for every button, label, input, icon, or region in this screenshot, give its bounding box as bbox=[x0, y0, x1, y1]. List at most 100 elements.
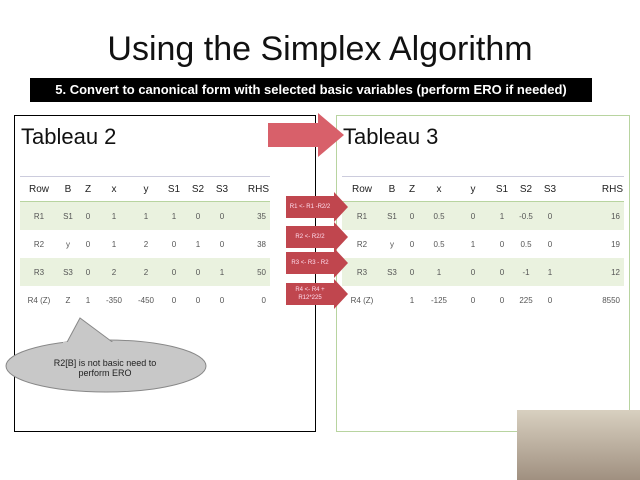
ero-arrow: R4 <- R4 + R12*225 bbox=[286, 279, 348, 309]
table-cell: R3 bbox=[20, 258, 58, 286]
table-cell: 12 bbox=[562, 258, 624, 286]
table-cell: R1 bbox=[20, 201, 58, 230]
table-cell: 0 bbox=[78, 201, 98, 230]
table-cell: 1 bbox=[538, 258, 562, 286]
column-header: x bbox=[422, 176, 456, 202]
table-cell: 0 bbox=[186, 258, 210, 286]
column-header: y bbox=[130, 176, 162, 202]
table-cell: 1 bbox=[490, 201, 514, 230]
table-cell: y bbox=[66, 239, 70, 249]
table-cell: S1 bbox=[382, 201, 402, 230]
table-cell: 0 bbox=[409, 239, 415, 249]
column-header: Row bbox=[342, 176, 382, 202]
table-cell: 0 bbox=[85, 239, 91, 249]
column-header: y bbox=[456, 176, 490, 202]
table-cell: 0 bbox=[162, 258, 186, 286]
column-header: Z bbox=[78, 176, 98, 202]
column-header: S1 bbox=[162, 176, 186, 202]
table-cell: 0 bbox=[456, 201, 490, 230]
table-cell: -350 bbox=[105, 295, 122, 305]
slide-title: Using the Simplex Algorithm bbox=[107, 30, 533, 68]
callout-bubble bbox=[5, 317, 207, 393]
table-cell: R2 bbox=[33, 239, 45, 249]
table-cell: 1 bbox=[98, 201, 130, 230]
table-cell: Z bbox=[65, 295, 71, 305]
table-cell bbox=[382, 286, 402, 314]
table-cell: 0 bbox=[402, 201, 422, 230]
ero-arrow: R3 <- R3 - R2 bbox=[286, 248, 348, 278]
table-cell: 0 bbox=[219, 295, 225, 305]
table-cell: 2 bbox=[98, 258, 130, 286]
table-cell: 0.5 bbox=[520, 239, 532, 249]
ero-arrow: R1 <- R1 -R2/2 bbox=[286, 192, 348, 222]
table-cell: 0.5 bbox=[433, 239, 445, 249]
table-cell: 1 bbox=[409, 295, 415, 305]
table-cell: 38 bbox=[257, 239, 266, 249]
table-cell: S1 bbox=[58, 201, 78, 230]
table-cell: 1 bbox=[422, 258, 456, 286]
table-cell: 1 bbox=[195, 239, 201, 249]
column-header: Z bbox=[402, 176, 422, 202]
table-cell: S3 bbox=[382, 258, 402, 286]
table-cell: R1 bbox=[342, 201, 382, 230]
table-cell: 225 bbox=[519, 295, 533, 305]
tableau-title: Tableau 3 bbox=[343, 124, 439, 149]
column-header: S1 bbox=[490, 176, 514, 202]
step-banner: 5. Convert to canonical form with select… bbox=[30, 78, 592, 102]
table-cell: 0 bbox=[470, 295, 476, 305]
table-row: R4 (Z) 1 -125 0 0 225 0 8550 bbox=[342, 286, 624, 314]
callout-text: R2[B] is not basic need to perform ERO bbox=[53, 358, 157, 378]
column-header: RHS bbox=[562, 176, 624, 202]
column-header: x bbox=[98, 176, 130, 202]
table-cell: R2 bbox=[356, 239, 368, 249]
table-cell: -1 bbox=[514, 258, 538, 286]
table-cell: 1 bbox=[162, 201, 186, 230]
table-cell: 0 bbox=[219, 239, 225, 249]
table-cell: R4 (Z) bbox=[350, 295, 374, 305]
table-cell: -450 bbox=[137, 295, 154, 305]
table-cell: 0 bbox=[490, 258, 514, 286]
column-header: S2 bbox=[514, 176, 538, 202]
table-cell: -0.5 bbox=[514, 201, 538, 230]
table-cell: R4 (Z) bbox=[27, 295, 51, 305]
table-cell: 1 bbox=[111, 239, 117, 249]
table-cell: -125 bbox=[430, 295, 447, 305]
table-cell: 0 bbox=[547, 295, 553, 305]
table-cell: 0 bbox=[456, 258, 490, 286]
table-cell: 8550 bbox=[602, 295, 620, 305]
table-cell: 0 bbox=[186, 201, 210, 230]
table-cell: 35 bbox=[234, 201, 270, 230]
column-header: S2 bbox=[186, 176, 210, 202]
table-cell: S3 bbox=[58, 258, 78, 286]
column-header: B bbox=[58, 176, 78, 202]
table-cell: 0 bbox=[171, 239, 177, 249]
table-cell: R3 bbox=[342, 258, 382, 286]
tableau-title: Tableau 2 bbox=[21, 124, 117, 149]
table-cell: 19 bbox=[611, 239, 620, 249]
table-cell: 1 bbox=[85, 295, 91, 305]
ero-arrow: R2 <- R2/2 bbox=[286, 222, 348, 252]
column-header: S3 bbox=[538, 176, 562, 202]
table-cell: 0 bbox=[210, 201, 234, 230]
table-cell: 0 bbox=[78, 258, 98, 286]
table-cell: 0 bbox=[499, 295, 505, 305]
table-cell: 1 bbox=[130, 201, 162, 230]
column-header: B bbox=[382, 176, 402, 202]
right-arrow-icon bbox=[268, 113, 344, 157]
table-cell: 0.5 bbox=[422, 201, 456, 230]
table-cell: 0 bbox=[261, 295, 266, 305]
table-cell: 2 bbox=[130, 258, 162, 286]
webcam-video bbox=[517, 410, 640, 480]
table-cell: 0 bbox=[195, 295, 201, 305]
